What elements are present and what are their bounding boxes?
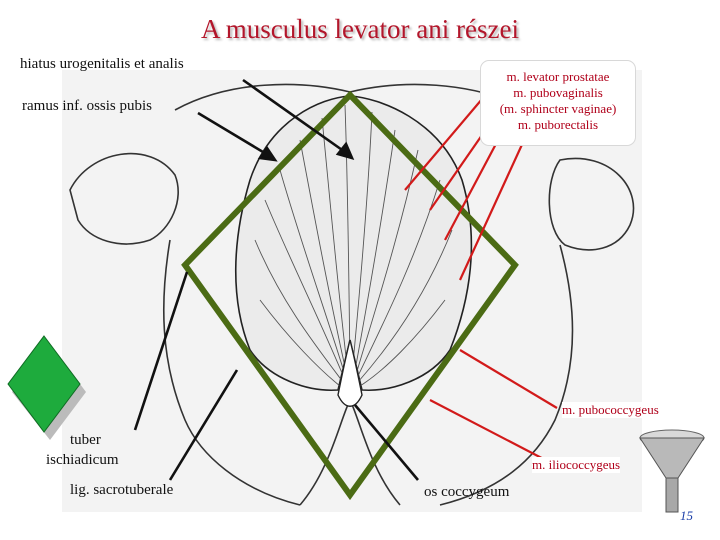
callout-box: m. levator prostatae m. pubovaginalis (m… [480, 60, 636, 146]
green-diamond-icon [7, 335, 86, 440]
funnel-icon [639, 429, 705, 513]
label-pubococcygeus: m. pubococcygeus [562, 402, 659, 418]
callout-line: m. pubovaginalis [513, 85, 603, 100]
label-iliococcygeus: m. iliococcygeus [532, 457, 621, 473]
black-pointer-lines [133, 78, 419, 481]
callout-line: m. puborectalis [517, 117, 599, 132]
callout-line: m. levator prostatae [506, 69, 610, 84]
levator-diamond-outline [181, 90, 519, 501]
page-number: 15 [680, 508, 693, 523]
slide-title: A musculus levator ani részei [201, 14, 519, 44]
label-ramus: ramus inf. ossis pubis [22, 98, 153, 114]
callout-line: (m. sphincter vaginae) [499, 101, 617, 116]
label-sacrotuberale: lig. sacrotuberale [70, 482, 174, 498]
levator-ani-muscle [234, 95, 473, 391]
label-tuber-1: tuber [70, 432, 101, 448]
label-coccygeum: os coccygeum [424, 484, 510, 500]
label-tuber-2: ischiadicum [46, 452, 119, 468]
coccyx-shape [337, 339, 363, 407]
label-hiatus: hiatus urogenitalis et analis [20, 56, 184, 72]
